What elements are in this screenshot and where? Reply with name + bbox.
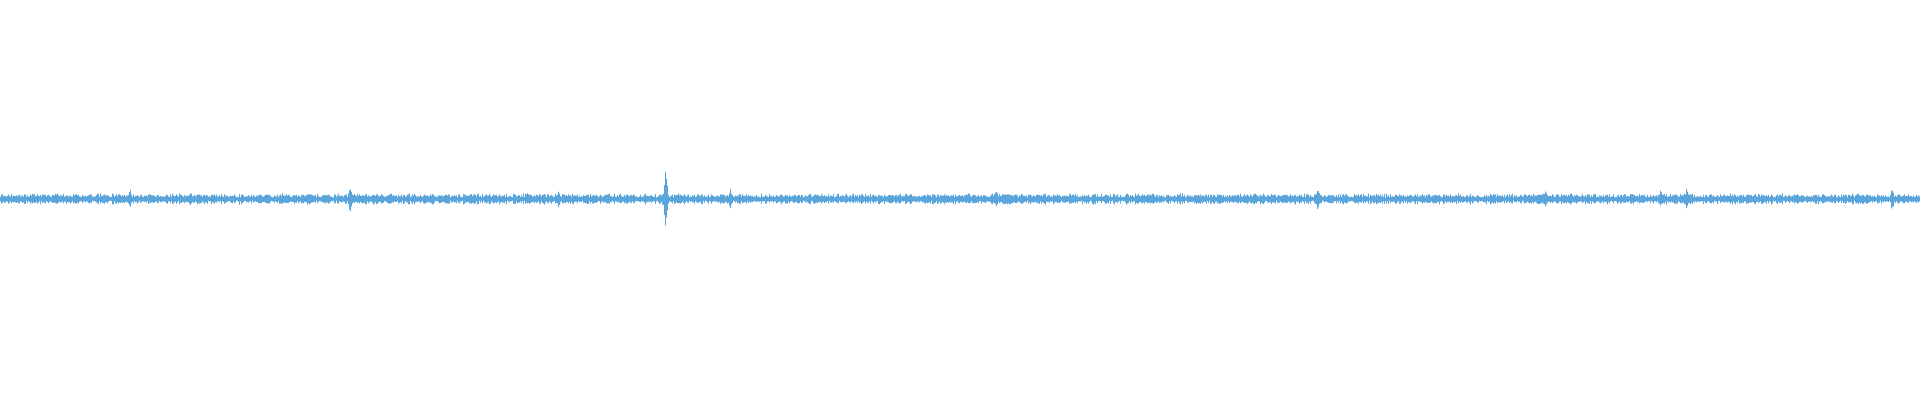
waveform-trace	[0, 171, 1920, 226]
